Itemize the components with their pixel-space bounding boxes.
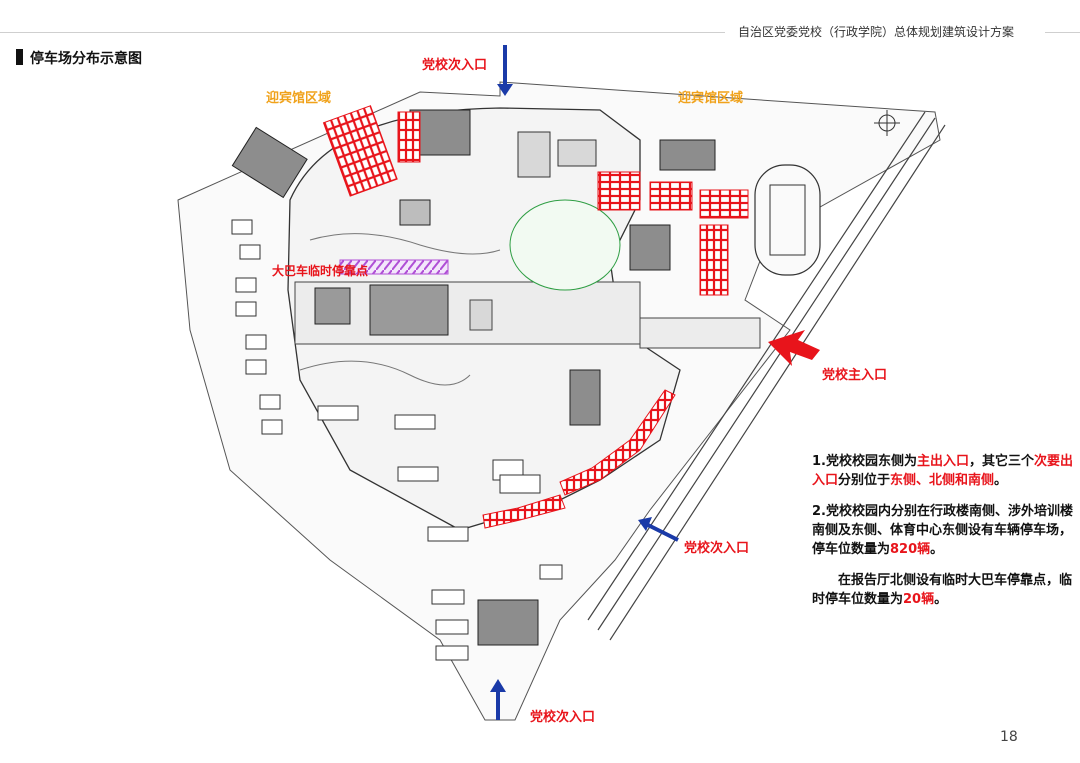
parking-lot-nw [322,105,398,197]
parking-lot-arc-east [559,389,676,496]
building-n4 [659,139,716,171]
entrance-label-north: 党校次入口 [422,58,488,73]
arrow-southeast [647,523,679,542]
note-3-text-c: 。 [934,592,948,607]
parking-lots [322,105,749,529]
note-1-highlight-sides: 东侧、北侧和南侧 [890,473,995,488]
bus-stop-area [339,259,449,275]
section-marker [16,49,23,65]
north-arrow-icon [874,110,900,136]
bus-stop-label: 大巴车临时停靠点 [272,264,369,278]
library [629,224,671,271]
header-rule-left [0,32,725,33]
central-garden [509,199,621,291]
central-axis [294,281,641,345]
zone-label-guesthouse-west: 迎宾馆区域 [266,91,332,106]
note-3-text-a: 在报告厅北侧设有临时大巴车停靠点，临时停车位数量为 [812,573,1073,607]
note-1-highlight-main: 主出入口 [916,454,969,469]
zone-label-guesthouse-east: 迎宾馆区域 [678,91,744,106]
parking-lot-ne3 [699,189,749,219]
note-3: 在报告厅北侧设有临时大巴车停靠点，临时停车位数量为20辆。 [812,571,1074,609]
building-w [314,287,351,325]
central-axis-east [639,317,761,349]
header-rule-right [1045,32,1080,33]
note-1-text-a: 1.党校校园东侧为 [812,454,917,469]
entrance-label-main: 党校主入口 [822,368,888,383]
note-1-highlight-secondary: 次要出入口 [812,454,1074,488]
note-2-count: 820辆 [890,542,931,557]
sports-hall [231,126,308,199]
building-n2 [517,131,551,178]
note-2: 2.党校校园内分别在行政楼南侧、涉外培训楼南侧及东侧、体育中心东侧设有车辆停车场… [812,502,1074,559]
east-highway [587,111,946,641]
note-1-text-c: ，其它三个 [969,454,1035,469]
dining-north [399,199,431,226]
note-1: 1.党校校园东侧为主出入口，其它三个次要出入口分别位于东侧、北侧和南侧。 [812,452,1074,490]
parking-lot-ne1 [597,171,641,211]
entrance-label-south: 党校次入口 [530,710,596,725]
dorm-buildings [231,219,563,661]
notes-panel: 1.党校校园东侧为主出入口，其它三个次要出入口分别位于东侧、北侧和南侧。 2.党… [812,452,1074,621]
auditorium [369,284,449,336]
note-2-text-a: 2.党校校园内分别在行政楼南侧、涉外培训楼南侧及东侧、体育中心东侧设有车辆停车场… [812,504,1073,557]
building-n3 [557,139,597,167]
note-3-count: 20辆 [903,592,935,607]
parking-lot-ne4 [699,224,729,296]
note-2-text-c: 。 [930,542,944,557]
parking-lot-nw2 [397,111,421,163]
building-plaza [469,299,493,331]
section-title: 停车场分布示意图 [30,51,142,67]
note-1-text-g: 。 [994,473,1008,488]
parking-lot-ne2 [649,181,693,211]
arrow-main-east [768,330,820,366]
sports-field [754,164,821,276]
training-building [569,369,601,426]
document-title: 自治区党委党校（行政学院）总体规划建筑设计方案 [738,25,1015,39]
page-number: 18 [1000,729,1018,745]
entrance-arrows [490,45,820,720]
parking-lot-arc-south [482,494,566,529]
entrance-label-southeast: 党校次入口 [684,541,750,556]
note-1-text-e: 分别位于 [838,473,891,488]
dining-south [477,599,539,646]
